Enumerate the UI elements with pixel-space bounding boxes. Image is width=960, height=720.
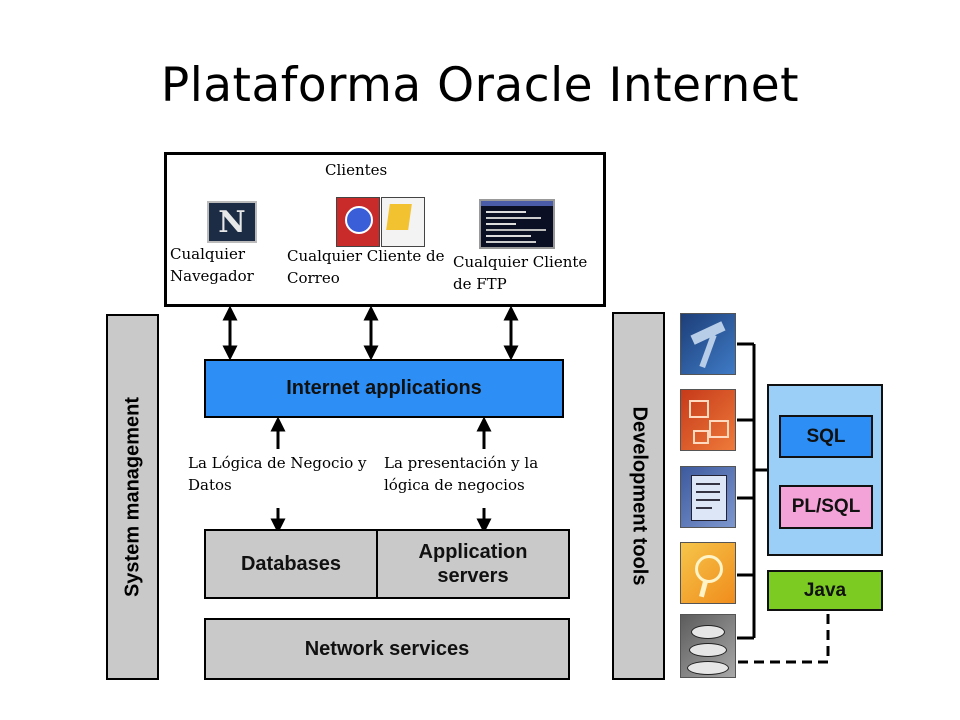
netscape-icon: N — [207, 201, 257, 243]
plsql-box: PL/SQL — [779, 485, 873, 529]
hammer-icon — [680, 313, 736, 375]
document-icon — [680, 466, 736, 528]
browser-client-label: Cualquier Navegador — [170, 245, 254, 285]
page-title: Plataforma Oracle Internet — [160, 58, 800, 113]
clients-box: Clientes N Cualquier Navegador Cualquier… — [164, 152, 606, 307]
terminal-icon — [479, 199, 555, 249]
data-layer-box: Databases Application servers — [204, 529, 570, 599]
clients-heading: Clientes — [325, 161, 388, 179]
sql-box: SQL — [779, 415, 873, 458]
diagram-icon — [680, 389, 736, 451]
development-tools-label: Development tools — [628, 406, 650, 586]
languages-panel: SQL PL/SQL — [767, 384, 883, 556]
business-logic-annotation: La Lógica de Negocio y Datos — [188, 454, 367, 494]
internet-applications-bar: Internet applications — [204, 359, 564, 418]
network-services-box: Network services — [204, 618, 570, 680]
system-management-label: System management — [121, 396, 143, 598]
magnifier-icon — [680, 542, 736, 604]
coffee-cup-icon — [680, 614, 736, 678]
java-box: Java — [767, 570, 883, 611]
mail-client-icon — [336, 197, 425, 247]
databases-label: Databases — [206, 531, 378, 597]
presentation-annotation: La presentación y la lógica de negocios — [384, 454, 539, 494]
ftp-client-label: Cualquier Cliente de FTP — [453, 253, 588, 293]
application-servers-label: Application servers — [418, 541, 528, 587]
mail-client-label: Cualquier Cliente de Correo — [287, 247, 445, 287]
development-tools-bar: Development tools — [612, 312, 665, 680]
system-management-bar: System management — [106, 314, 159, 680]
